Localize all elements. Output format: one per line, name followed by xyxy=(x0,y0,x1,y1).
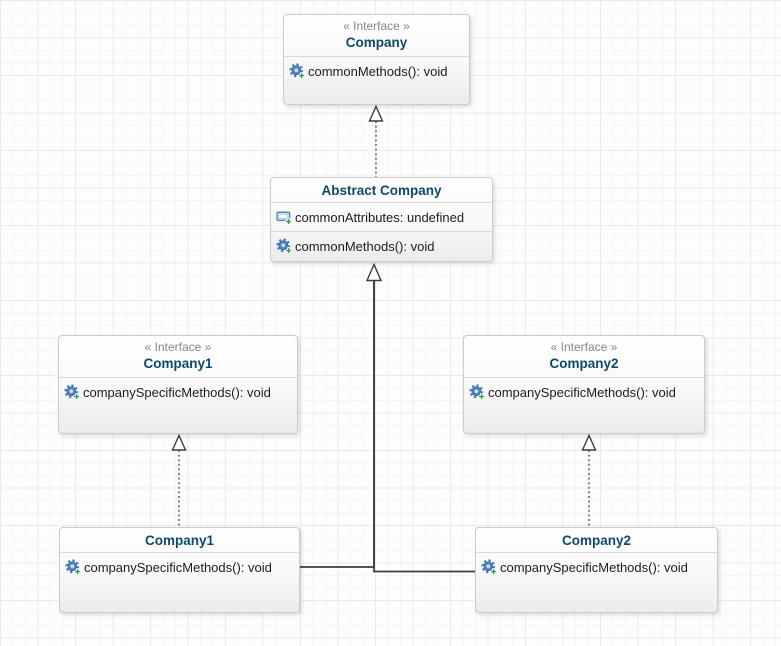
method-icon xyxy=(65,559,81,575)
node-interface-company[interactable]: « Interface » Company commonMethods(): v… xyxy=(283,14,470,105)
node-interface-company2[interactable]: « Interface » Company2 companySpecificMe… xyxy=(463,335,705,434)
node-header: « Interface » Company1 xyxy=(59,336,297,378)
node-header: Abstract Company xyxy=(271,178,492,203)
node-class-company2[interactable]: Company2 companySpecificMethods(): void xyxy=(475,527,718,613)
attribute-label: commonAttributes: undefined xyxy=(295,209,465,225)
generalization-edge-company1-abstractcompany[interactable] xyxy=(300,281,375,568)
node-header: Company1 xyxy=(60,528,299,553)
stereotype-label: « Interface » xyxy=(343,19,410,33)
node-class-company1[interactable]: Company1 companySpecificMethods(): void xyxy=(59,527,300,613)
method-icon xyxy=(289,63,305,79)
node-interface-company1[interactable]: « Interface » Company1 companySpecificMe… xyxy=(58,335,298,434)
method-icon xyxy=(276,238,292,254)
attribute-icon xyxy=(276,209,292,225)
method-label: companySpecificMethods(): void xyxy=(488,384,676,400)
method-row[interactable]: companySpecificMethods(): void xyxy=(59,378,297,404)
hollow-triangle-arrow-icon xyxy=(171,433,187,451)
method-row[interactable]: companySpecificMethods(): void xyxy=(464,378,704,404)
hollow-triangle-arrow-icon xyxy=(365,262,383,282)
node-title: Company1 xyxy=(143,356,213,371)
method-icon xyxy=(481,559,497,575)
method-label: commonMethods(): void xyxy=(295,238,435,254)
node-title: Company2 xyxy=(549,356,619,371)
stereotype-label: « Interface » xyxy=(550,340,618,354)
method-row[interactable]: companySpecificMethods(): void xyxy=(60,553,299,579)
node-header: « Interface » Company2 xyxy=(464,336,704,378)
method-label: companySpecificMethods(): void xyxy=(84,559,272,575)
method-row[interactable]: companySpecificMethods(): void xyxy=(476,553,717,579)
method-icon xyxy=(64,384,80,400)
node-title: Abstract Company xyxy=(321,183,442,198)
hollow-triangle-arrow-icon xyxy=(368,104,384,122)
stereotype-label: « Interface » xyxy=(144,340,212,354)
method-label: commonMethods(): void xyxy=(308,63,448,79)
node-abstract-company[interactable]: Abstract Company commonAttributes: undef… xyxy=(270,177,493,262)
method-label: companySpecificMethods(): void xyxy=(83,384,271,400)
method-row[interactable]: commonMethods(): void xyxy=(284,57,469,83)
attribute-row[interactable]: commonAttributes: undefined xyxy=(271,203,492,232)
method-label: companySpecificMethods(): void xyxy=(500,559,688,575)
hollow-triangle-arrow-icon xyxy=(581,433,597,451)
node-header: Company2 xyxy=(476,528,717,553)
method-row[interactable]: commonMethods(): void xyxy=(271,232,492,258)
node-title: Company2 xyxy=(561,533,632,548)
node-header: « Interface » Company xyxy=(284,15,469,57)
generalization-edge-company2-abstractcompany[interactable] xyxy=(373,281,475,573)
node-title: Company1 xyxy=(144,533,215,548)
method-icon xyxy=(469,384,485,400)
node-title: Company xyxy=(345,35,408,50)
